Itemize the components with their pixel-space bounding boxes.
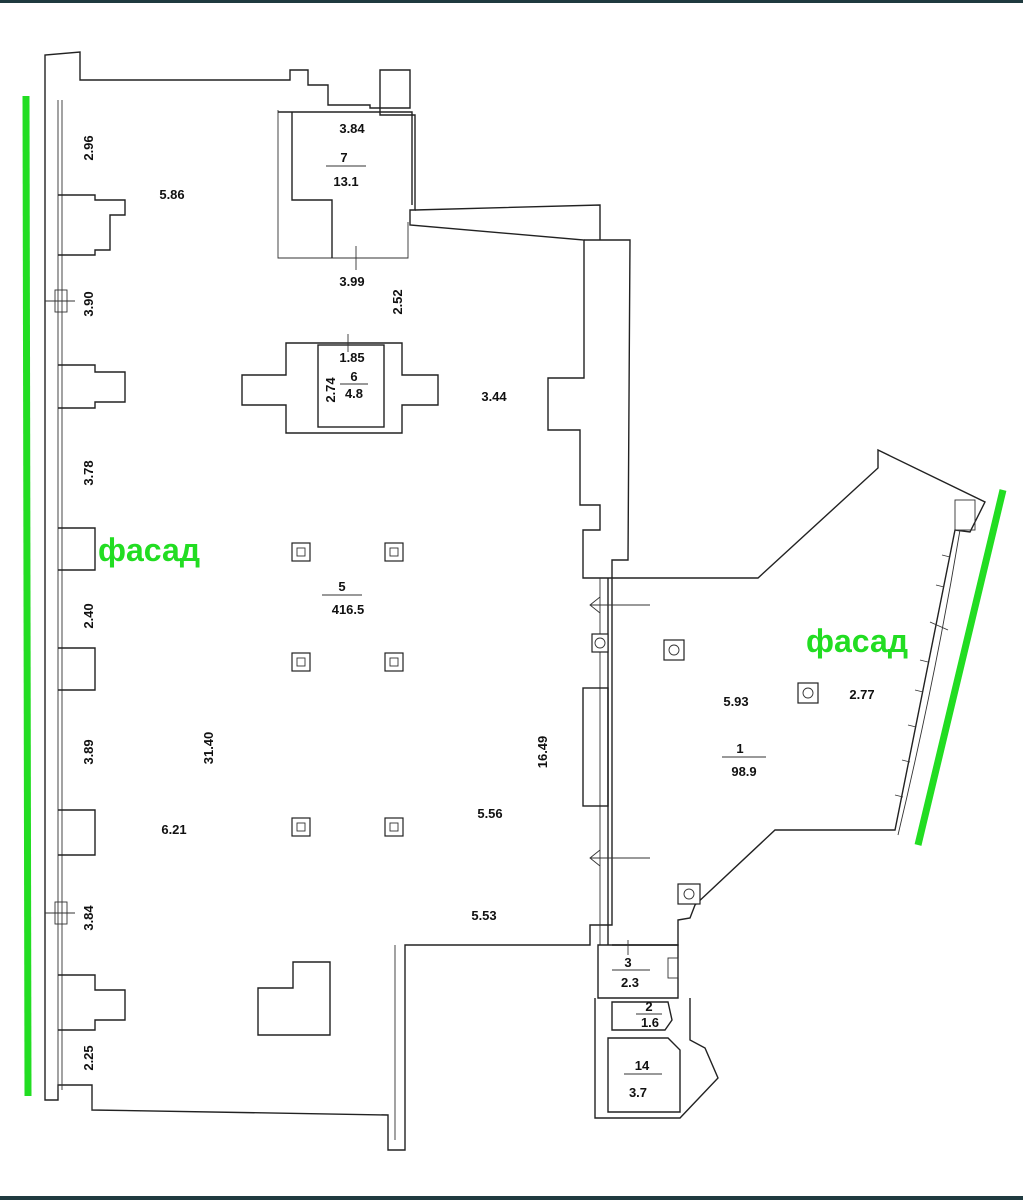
room-1-area: 98.9 [731, 764, 756, 779]
left-facade-line [22, 95, 32, 1097]
room-6-interior [317, 344, 385, 428]
room-3-walls [597, 944, 679, 999]
inner-wall-main [57, 100, 601, 1140]
dim-6-21: 6.21 [161, 822, 186, 837]
room-1-column-a-ring [594, 637, 606, 649]
room-1-column-d-ring [683, 888, 695, 900]
room-2-label: 2 1.6 [636, 999, 662, 1030]
room-6-label: 6 4.8 [340, 369, 368, 401]
room-7-number: 7 [340, 150, 347, 165]
room-14-area: 3.7 [629, 1085, 647, 1100]
room-3-niche [667, 957, 679, 979]
dim-3-99: 3.99 [339, 274, 364, 289]
room-1-column-c [797, 682, 819, 704]
dim-5-56: 5.56 [477, 806, 502, 821]
room-1-curved-facade [897, 529, 961, 836]
room-1-column-b [663, 639, 685, 661]
room-1-number: 1 [736, 741, 743, 756]
dim-2-96: 2.96 [81, 135, 96, 160]
bottom-frame-bar [0, 1196, 1023, 1200]
room-5-area: 416.5 [332, 602, 365, 617]
dim-1-85: 1.85 [339, 350, 364, 365]
room-3-label: 3 2.3 [612, 955, 650, 990]
dim-2-77: 2.77 [849, 687, 874, 702]
room-1-niche [954, 499, 976, 531]
top-frame-bar [0, 0, 1023, 3]
room-7-label: 7 13.1 [326, 150, 366, 189]
room-6-number: 6 [350, 369, 357, 384]
dim-3-84-left: 3.84 [81, 905, 96, 931]
dim-2-74: 2.74 [323, 377, 338, 403]
dim-2-52: 2.52 [390, 289, 405, 314]
outer-wall-main [44, 51, 613, 1151]
room-14-number: 14 [635, 1058, 650, 1073]
columns-room-5 [291, 542, 404, 837]
left-window-piers [58, 194, 126, 1031]
room-3-area: 2.3 [621, 975, 639, 990]
facade-label-right: фасад [806, 623, 908, 659]
dim-3-90: 3.90 [81, 291, 96, 316]
right-facade-line [914, 489, 1007, 846]
dim-5-86: 5.86 [159, 187, 184, 202]
room-1-column-a [591, 633, 609, 653]
room-14-label: 14 3.7 [624, 1058, 662, 1100]
room-1-partition [582, 687, 609, 807]
dim-3-78: 3.78 [81, 460, 96, 485]
room-1-column-c-ring [802, 687, 814, 699]
room-7-walls [278, 111, 413, 258]
room-1-column-b-ring [668, 644, 680, 656]
wall-top-right [414, 204, 631, 578]
dim-3-89: 3.89 [81, 739, 96, 764]
room-1-column-d [677, 883, 701, 905]
room-7-area: 13.1 [333, 174, 358, 189]
entrance-arrow-top [589, 596, 650, 614]
room-1-facade-ticks [894, 554, 951, 798]
room-14-walls [594, 998, 719, 1119]
room-5-number: 5 [338, 579, 345, 594]
internal-block [257, 961, 331, 1036]
dim-2-25: 2.25 [81, 1045, 96, 1070]
room-3-number: 3 [624, 955, 631, 970]
dim-5-93: 5.93 [723, 694, 748, 709]
facade-label-left: фасад [98, 532, 200, 568]
room-6-core [241, 342, 439, 434]
dim-16-49: 16.49 [535, 736, 550, 769]
dim-2-40: 2.40 [81, 603, 96, 628]
room-5-label: 5 416.5 [322, 579, 364, 617]
entrance-arrow-bottom [589, 849, 650, 867]
dim-5-53: 5.53 [471, 908, 496, 923]
dim-31-40: 31.40 [201, 732, 216, 765]
room-2-area: 1.6 [641, 1015, 659, 1030]
room-2-number: 2 [645, 999, 652, 1014]
dim-3-44: 3.44 [481, 389, 507, 404]
room-1-label: 1 98.9 [722, 741, 766, 779]
room-2-walls [611, 1001, 673, 1031]
dim-3-84-top: 3.84 [339, 121, 365, 136]
room-6-area: 4.8 [345, 386, 363, 401]
